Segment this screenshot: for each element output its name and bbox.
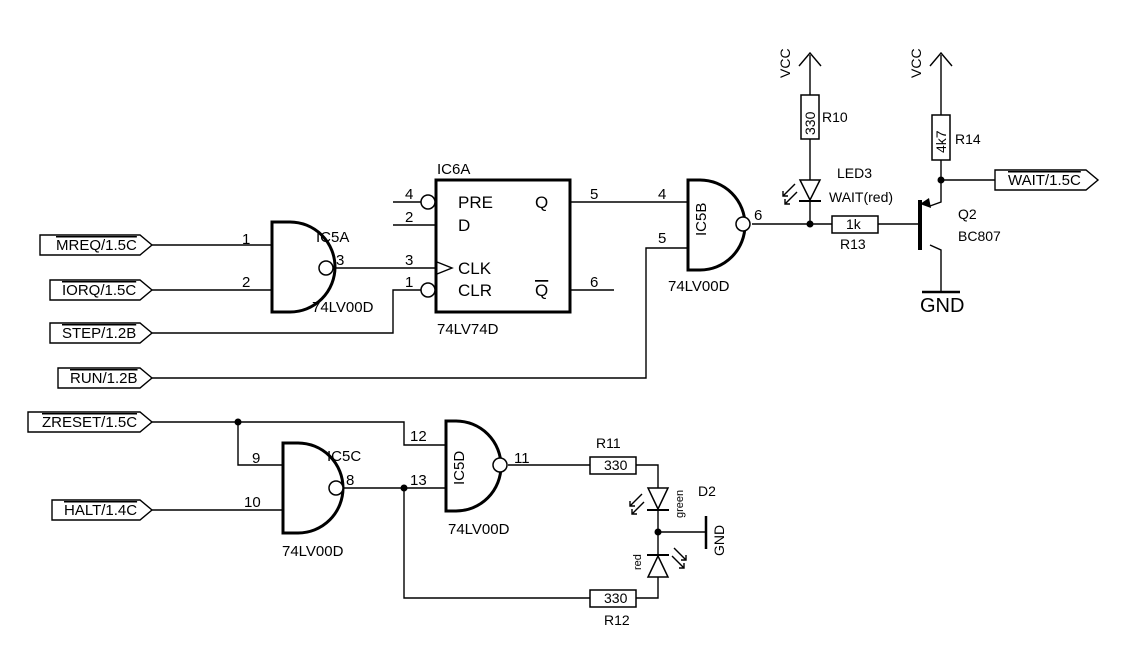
resistor-r12: 330 R12 bbox=[589, 589, 637, 628]
resistor-r14: 4k7 R14 bbox=[931, 114, 981, 161]
junction-dot bbox=[806, 220, 814, 228]
vcc-symbol: VCC bbox=[908, 48, 953, 78]
port-iorq: IORQ/1.5C bbox=[49, 279, 154, 301]
port-run-label: RUN/1.2B bbox=[70, 370, 138, 387]
pin-number: 12 bbox=[410, 428, 427, 445]
port-mreq-label: MREQ/1.5C bbox=[56, 237, 137, 254]
port-mreq: MREQ/1.5C bbox=[39, 234, 154, 256]
gate-ic5c-name: IC5C bbox=[327, 448, 361, 465]
resistor-r11: 330 R11 bbox=[589, 435, 637, 475]
led-led3: LED3 WAIT(red) bbox=[782, 165, 893, 205]
pin-label-clr: CLR bbox=[458, 281, 492, 300]
port-halt-label: HALT/1.4C bbox=[64, 502, 137, 519]
port-zreset: ZRESET/1.5C bbox=[27, 411, 154, 433]
resistor-r12-name: R12 bbox=[604, 612, 630, 628]
gnd-symbol: GND bbox=[704, 516, 727, 556]
pin-label-d: D bbox=[458, 216, 470, 235]
pin-number: 4 bbox=[405, 186, 413, 203]
port-step-label: STEP/1.2B bbox=[62, 325, 136, 342]
transistor-q2-type: BC807 bbox=[958, 228, 1001, 244]
pin-number: 1 bbox=[405, 274, 413, 291]
pin-number: 6 bbox=[590, 274, 598, 291]
junction-dot bbox=[234, 418, 242, 426]
led-led3-name: LED3 bbox=[837, 165, 872, 181]
gate-ic5a-type: 74LV00D bbox=[312, 299, 374, 316]
led-led3-desc: WAIT(red) bbox=[829, 189, 893, 205]
resistor-r11-value: 330 bbox=[604, 457, 628, 473]
led-d2-red-label: red bbox=[632, 554, 644, 570]
pin-number: 3 bbox=[336, 252, 344, 269]
gate-ic5b: IC5B 74LV00D 4 5 6 bbox=[658, 178, 762, 295]
pin-number: 4 bbox=[658, 186, 666, 203]
pin-number: 11 bbox=[514, 450, 530, 467]
gnd-label: GND bbox=[920, 295, 964, 317]
port-wait: WAIT/1.5C bbox=[994, 169, 1100, 191]
transistor-q2: Q2 BC807 bbox=[918, 198, 1001, 250]
resistor-r13: 1k R13 bbox=[831, 215, 879, 252]
pin-label-pre: PRE bbox=[458, 193, 493, 212]
gate-ic5c-type: 74LV00D bbox=[282, 543, 344, 560]
resistor-r10-name: R10 bbox=[822, 109, 848, 125]
gate-ic5a: IC5A 74LV00D 1 2 3 bbox=[242, 220, 374, 316]
port-step: STEP/1.2B bbox=[49, 322, 154, 344]
gate-ic5d-name: IC5D bbox=[451, 451, 468, 485]
junction-dot bbox=[400, 484, 408, 492]
flipflop-ic6a: IC6A 74LV74D PRE D CLK CLR Q Q 4 2 3 1 5… bbox=[405, 161, 598, 338]
pin-label-clk: CLK bbox=[458, 259, 492, 278]
gate-ic5b-type: 74LV00D bbox=[668, 278, 730, 295]
port-run: RUN/1.2B bbox=[57, 367, 154, 389]
junction-dot bbox=[937, 176, 945, 184]
vcc-label: VCC bbox=[777, 48, 793, 78]
pin-number: 5 bbox=[658, 230, 666, 247]
vcc-symbol: VCC bbox=[777, 48, 822, 78]
port-zreset-label: ZRESET/1.5C bbox=[42, 414, 137, 431]
gate-ic5c: IC5C 74LV00D 9 10 8 bbox=[244, 441, 361, 560]
port-iorq-label: IORQ/1.5C bbox=[62, 282, 136, 299]
led-d2-name: D2 bbox=[698, 483, 716, 499]
gnd-label: GND bbox=[711, 525, 727, 556]
resistor-r13-value: 1k bbox=[846, 216, 862, 232]
pin-number: 6 bbox=[754, 207, 762, 224]
flipflop-ic6a-name: IC6A bbox=[437, 161, 470, 178]
gate-ic5a-name: IC5A bbox=[316, 229, 349, 246]
pin-number: 5 bbox=[590, 186, 598, 203]
led-d2: D2 green red bbox=[629, 483, 716, 578]
port-halt: HALT/1.4C bbox=[51, 499, 154, 521]
pin-number: 2 bbox=[405, 209, 413, 226]
vcc-label: VCC bbox=[908, 48, 924, 78]
pin-number: 1 bbox=[242, 231, 250, 248]
pin-number: 8 bbox=[346, 472, 354, 489]
resistor-r14-name: R14 bbox=[955, 131, 981, 147]
transistor-q2-name: Q2 bbox=[958, 206, 977, 222]
pin-number: 13 bbox=[410, 472, 427, 489]
pin-number: 9 bbox=[252, 450, 260, 467]
wires bbox=[152, 55, 995, 599]
gate-ic5b-name: IC5B bbox=[693, 203, 710, 236]
pin-label-q: Q bbox=[535, 193, 548, 212]
pin-label-qbar: Q bbox=[535, 281, 548, 300]
resistor-r13-name: R13 bbox=[840, 236, 866, 252]
gate-ic5d-type: 74LV00D bbox=[448, 521, 510, 538]
resistor-r11-name: R11 bbox=[596, 435, 621, 451]
port-wait-label: WAIT/1.5C bbox=[1008, 172, 1081, 189]
junction-dot bbox=[654, 528, 662, 536]
gnd-symbol: GND bbox=[920, 290, 964, 317]
resistor-r12-value: 330 bbox=[604, 590, 628, 606]
resistor-r10-value: 330 bbox=[802, 111, 818, 135]
pin-number: 3 bbox=[405, 252, 413, 269]
flipflop-ic6a-type: 74LV74D bbox=[437, 321, 499, 338]
resistor-r14-value: 4k7 bbox=[933, 130, 949, 153]
pin-number: 10 bbox=[244, 494, 261, 511]
gate-ic5d: IC5D 74LV00D 12 13 11 bbox=[410, 419, 530, 538]
pin-number: 2 bbox=[242, 274, 250, 291]
led-d2-green-label: green bbox=[674, 490, 686, 518]
resistor-r10: 330 R10 bbox=[800, 94, 848, 140]
